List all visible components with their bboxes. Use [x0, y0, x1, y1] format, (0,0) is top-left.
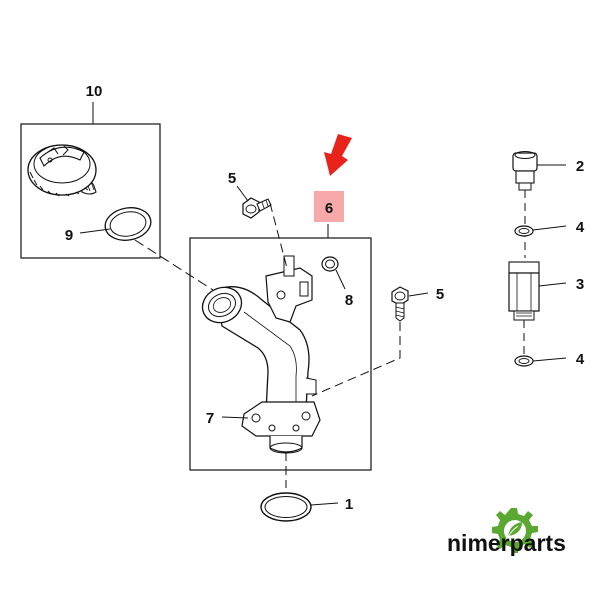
callout-2: 2 [576, 158, 584, 175]
seal-ring-8-drawing [321, 256, 339, 272]
leader-line-1 [310, 502, 339, 506]
highlight-box-6 [314, 191, 344, 222]
callout-4-upper: 4 [576, 219, 585, 236]
detail-box-filler-neck [189, 224, 372, 471]
leader-line-3 [538, 282, 567, 287]
assembly-line-bolt-right [311, 322, 401, 397]
o-ring-1-drawing [260, 492, 312, 522]
brand-name: nimerparts [447, 530, 566, 556]
bolt-5-right-drawing [391, 286, 409, 322]
callout-1: 1 [345, 496, 353, 513]
filler-cap-drawing [27, 144, 97, 197]
leader-line-4-upper [532, 225, 567, 231]
seal-ring-9-drawing [104, 207, 152, 241]
leader-line-7 [221, 416, 249, 419]
leader-line-9 [79, 228, 111, 234]
assembly-line-cap [134, 239, 214, 291]
brand-logo: nimerparts [447, 508, 566, 556]
seal-4-upper-drawing [514, 225, 534, 237]
callout-4-lower: 4 [576, 351, 585, 368]
leader-line-8 [335, 269, 346, 290]
callout-8: 8 [345, 292, 353, 309]
leader-line-5-right [408, 292, 429, 297]
sensor-body-3-drawing [508, 261, 540, 321]
highlight-arrow [324, 134, 352, 176]
filler-neck-drawing [201, 255, 321, 454]
detail-box-filler-cap [20, 102, 161, 259]
sensor-cap-2-drawing [512, 151, 538, 191]
leader-line-5-upper [236, 185, 249, 202]
callout-3: 3 [576, 276, 584, 293]
gear-leaf-icon [492, 508, 538, 553]
callout-7: 7 [206, 410, 214, 427]
callout-5-right: 5 [436, 286, 444, 303]
assembly-line-bolt-upper [269, 202, 288, 269]
seal-4-lower-drawing [514, 355, 534, 367]
callout-5-upper: 5 [228, 170, 236, 187]
bolt-5-upper-drawing [242, 197, 272, 219]
leader-line-4-lower [532, 357, 567, 362]
callout-10: 10 [86, 83, 103, 100]
callout-9: 9 [65, 227, 73, 244]
callout-6: 6 [325, 200, 333, 217]
